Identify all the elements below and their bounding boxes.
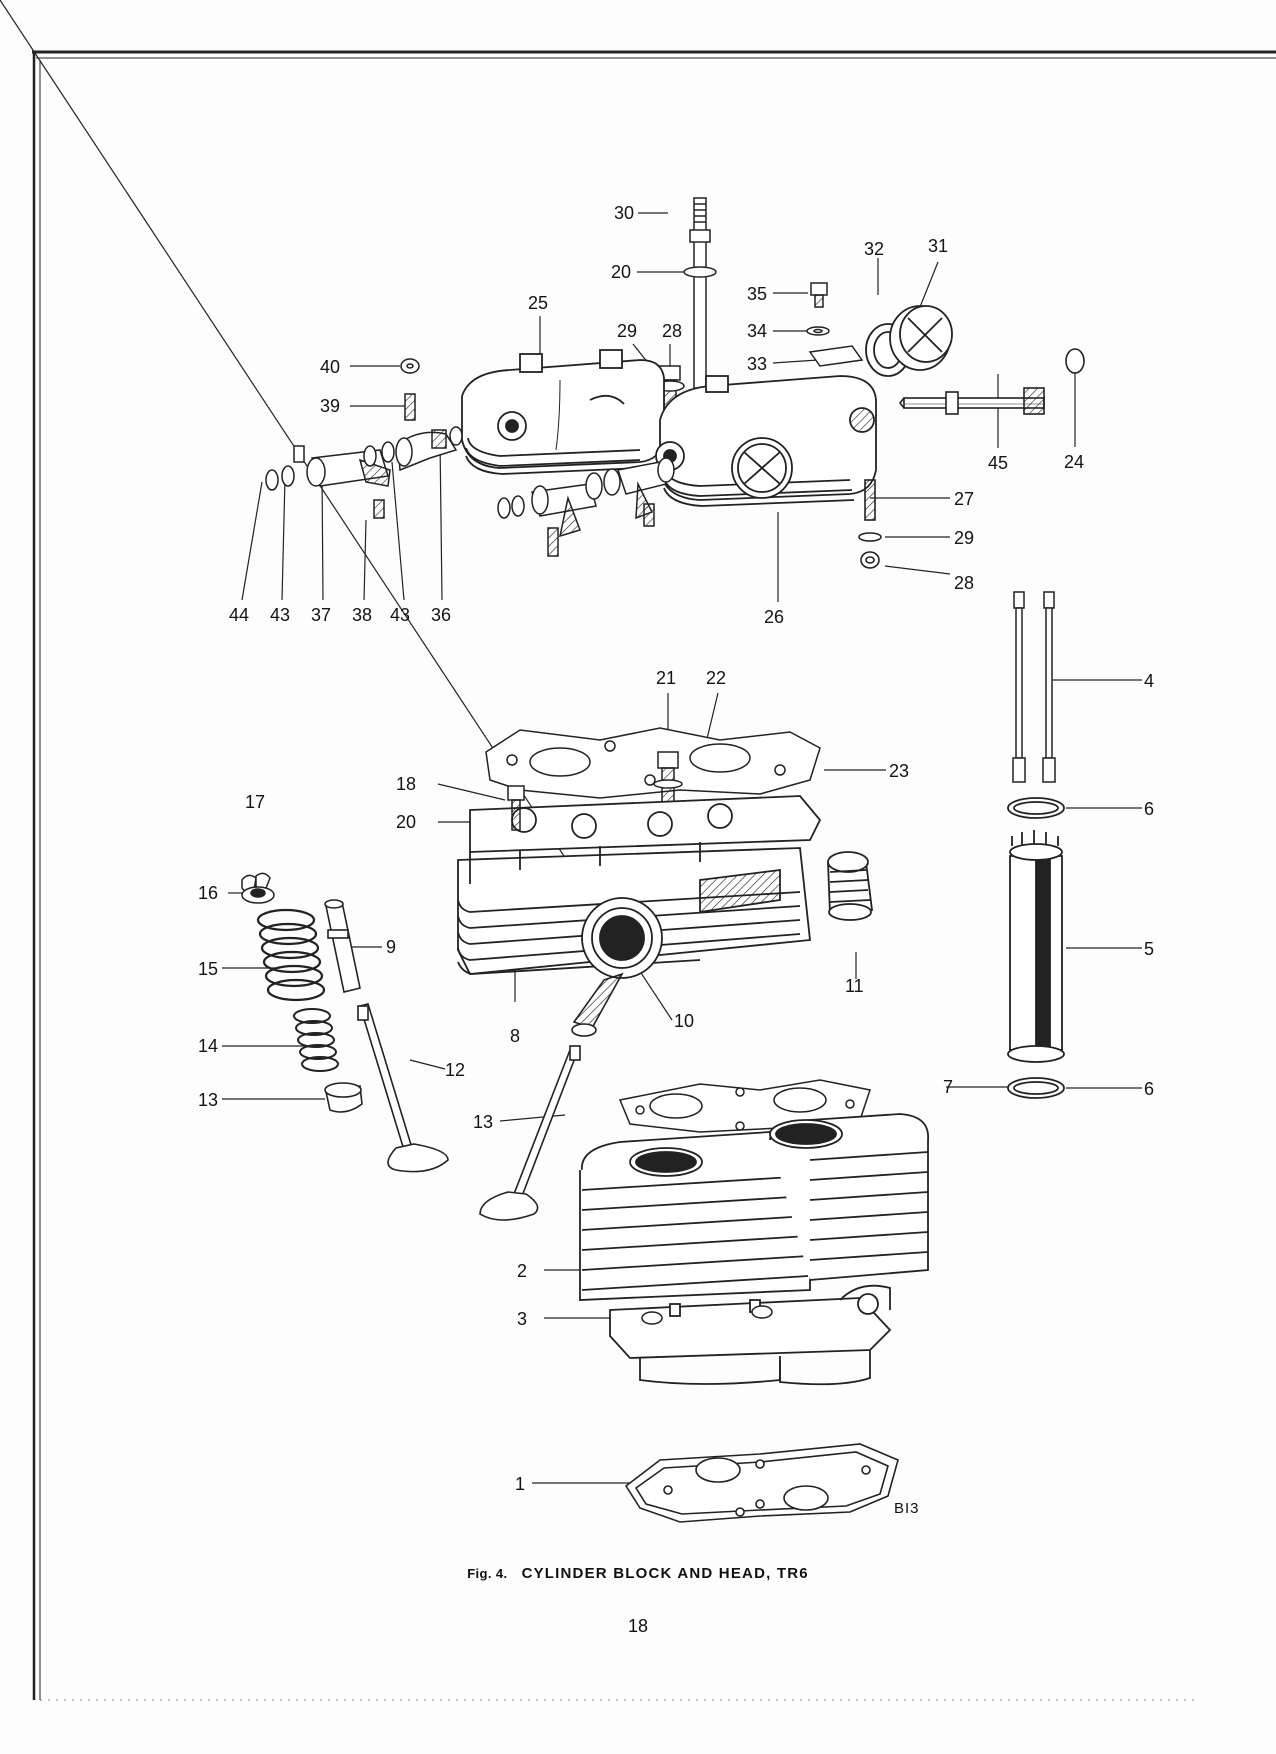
callout-39: 37 bbox=[311, 605, 332, 625]
rocker-arm-assembly-left bbox=[265, 426, 463, 519]
callout-31: 29 bbox=[617, 321, 638, 341]
callout-6-upper: 6 bbox=[1144, 799, 1155, 819]
callout-35: 33 bbox=[747, 354, 768, 374]
callout-1: 1 bbox=[515, 1474, 526, 1494]
callout-21: 21 bbox=[656, 668, 677, 688]
callout-38: 36 bbox=[431, 605, 452, 625]
page-border bbox=[32, 50, 1276, 1701]
inspection-cap bbox=[865, 305, 953, 377]
outer-valve-spring bbox=[256, 908, 326, 1002]
callout-14: 13 bbox=[198, 1090, 219, 1110]
rocker-arm-assembly-right bbox=[497, 457, 675, 557]
page-number: 18 bbox=[627, 1616, 649, 1636]
callout-15: 14 bbox=[198, 1036, 219, 1056]
figure-number: Fig. 4. bbox=[467, 1566, 508, 1581]
callout-24: 25 bbox=[528, 293, 549, 313]
callout-25: 26 bbox=[764, 607, 785, 627]
rocker-box-stud-nut bbox=[858, 479, 882, 569]
callout-26: 23 bbox=[889, 761, 910, 781]
callout-42: 40 bbox=[320, 357, 341, 377]
callout-33: 31 bbox=[928, 236, 949, 256]
callout-11: 11 bbox=[845, 976, 864, 996]
callout-19: 18 bbox=[396, 774, 417, 794]
push-rods bbox=[1012, 591, 1056, 783]
callout-36: 34 bbox=[747, 321, 768, 341]
spring-cup bbox=[324, 1082, 363, 1113]
callout-2: 2 bbox=[517, 1261, 528, 1281]
cylinder-base-nut bbox=[641, 1305, 773, 1325]
rocker-spindle bbox=[898, 348, 1085, 415]
callout-44: 44 bbox=[229, 605, 250, 625]
adjuster-nut bbox=[400, 358, 420, 421]
callout-32: 30 bbox=[614, 203, 635, 223]
callout-8: 8 bbox=[510, 1026, 521, 1046]
inlet-valve bbox=[479, 1045, 581, 1221]
valve-collets bbox=[241, 872, 275, 904]
callout-7: 7 bbox=[943, 1077, 954, 1097]
callout-23: 24 bbox=[1064, 452, 1085, 472]
callout-27: 27 bbox=[954, 489, 975, 509]
callout-34: 32 bbox=[864, 239, 885, 259]
exhaust-adaptor bbox=[827, 851, 874, 921]
drawing-reference-code: BI3 bbox=[894, 1500, 920, 1517]
callout-40: 38 bbox=[352, 605, 373, 625]
callout-18: 17 bbox=[245, 792, 266, 812]
callout-5: 5 bbox=[1144, 939, 1155, 959]
callout-30: 28 bbox=[662, 321, 683, 341]
push-rod-cover-tube bbox=[1007, 797, 1065, 1099]
callout-41: 39 bbox=[320, 396, 341, 416]
exhaust-valve bbox=[357, 1003, 449, 1173]
callout-43-right: 43 bbox=[390, 605, 411, 625]
callout-20-lower: 20 bbox=[396, 812, 417, 832]
cylinder-head bbox=[457, 795, 822, 979]
callout-43-left: 43 bbox=[270, 605, 291, 625]
cylinder-head-gasket bbox=[485, 727, 821, 799]
rocker-box-right bbox=[655, 375, 877, 507]
rocker-box-fixings bbox=[806, 282, 864, 367]
figure-caption: Fig. 4. CYLINDER BLOCK AND HEAD, TR6 bbox=[0, 1565, 1276, 1582]
inner-valve-spring bbox=[293, 1008, 339, 1072]
cylinder-base-gasket bbox=[624, 1443, 899, 1523]
cylinder-head-gasket-lower bbox=[618, 1079, 871, 1133]
callout-3: 3 bbox=[517, 1309, 528, 1329]
leader-lines bbox=[0, 0, 1142, 1484]
cylinder-block bbox=[579, 1113, 929, 1386]
rocker-box-stud bbox=[683, 197, 717, 389]
callout-37: 35 bbox=[747, 284, 768, 304]
callout-17: 16 bbox=[198, 883, 219, 903]
exhaust-valve-guide bbox=[324, 899, 361, 993]
callout-20: 20 bbox=[611, 262, 632, 282]
callout-16: 15 bbox=[198, 959, 219, 979]
callout-29: 29 bbox=[954, 528, 975, 548]
callout-4: 4 bbox=[1144, 671, 1155, 691]
callout-9: 9 bbox=[386, 937, 397, 957]
inlet-valve-guide bbox=[571, 972, 624, 1037]
callout-12: 12 bbox=[445, 1060, 466, 1080]
figure-title: CYLINDER BLOCK AND HEAD, TR6 bbox=[521, 1565, 809, 1582]
head-stud-nut bbox=[507, 785, 525, 831]
callout-13: 13 bbox=[473, 1112, 494, 1132]
callout-45: 45 bbox=[988, 453, 1009, 473]
callout-6-lower: 6 bbox=[1144, 1079, 1155, 1099]
rocker-box-left bbox=[461, 349, 665, 475]
callout-10: 10 bbox=[674, 1011, 695, 1031]
callout-22: 22 bbox=[706, 668, 727, 688]
callout-28: 28 bbox=[954, 573, 975, 593]
